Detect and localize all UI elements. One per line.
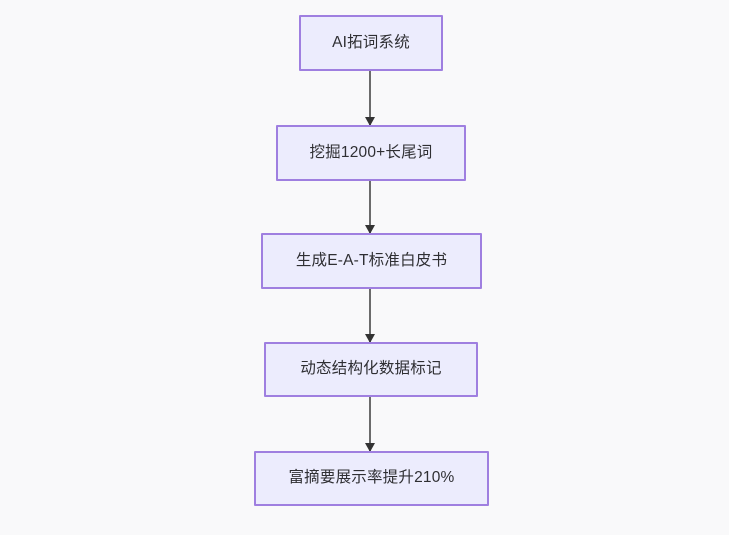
flow-arrow-node3-to-node4 [369, 289, 371, 342]
flow-arrow-node4-to-node5 [369, 397, 371, 451]
flow-arrow-node1-to-node2 [369, 71, 371, 125]
flow-node-mine-longtail-keywords[interactable]: 挖掘1200+长尾词 [276, 125, 466, 181]
flow-arrow-node2-to-node3 [369, 181, 371, 233]
flow-node-ai-keyword-system[interactable]: AI拓词系统 [299, 15, 443, 71]
flow-node-dynamic-structured-data-markup[interactable]: 动态结构化数据标记 [264, 342, 478, 397]
flow-node-rich-snippet-impression-lift[interactable]: 富摘要展示率提升210% [254, 451, 489, 506]
flow-node-label: 富摘要展示率提升210% [288, 469, 455, 487]
flow-node-generate-eat-whitepaper[interactable]: 生成E-A-T标准白皮书 [261, 233, 482, 289]
flow-node-label: 生成E-A-T标准白皮书 [295, 251, 448, 269]
flow-node-label: AI拓词系统 [332, 33, 410, 51]
flow-node-label: 挖掘1200+长尾词 [309, 143, 433, 161]
flow-node-label: 动态结构化数据标记 [300, 360, 442, 378]
